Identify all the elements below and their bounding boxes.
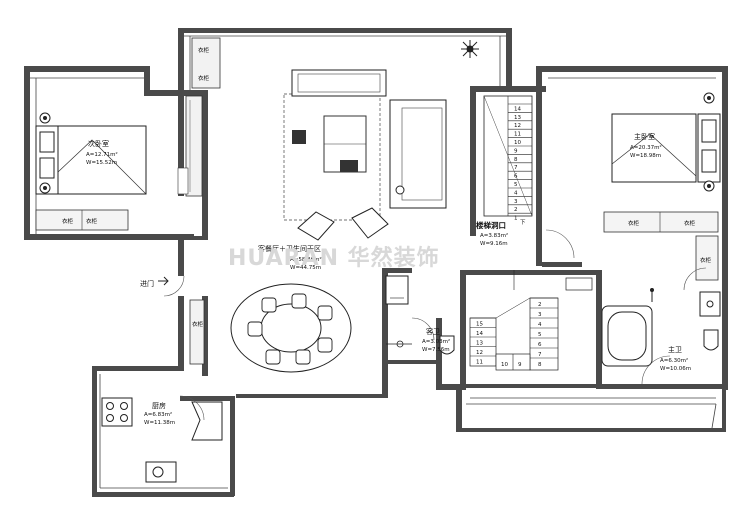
stair-step-number: 11 xyxy=(476,360,483,366)
armchair xyxy=(297,211,335,241)
stair-step-number: 6 xyxy=(538,342,542,348)
wardrobe-label: 衣柜 xyxy=(628,219,640,227)
cabinet-label: 衣柜 xyxy=(198,46,210,54)
room-area: A=58.36m² xyxy=(290,256,322,263)
room-area: A=6.30m² xyxy=(660,357,688,364)
stair-step-number: 10 xyxy=(501,362,508,368)
stair-step-number: 8 xyxy=(514,157,518,163)
room-area: A=20.37m² xyxy=(630,144,662,151)
wardrobe xyxy=(603,211,719,233)
stair-step-number: 2 xyxy=(514,207,518,213)
master-bedroom: 衣柜 衣柜 衣柜 主卧室 A=20.37m² W=18.98m xyxy=(603,92,721,291)
stair-step-number: 13 xyxy=(514,115,521,121)
stair-step-number: 3 xyxy=(538,312,542,318)
entrance-label: 进门 xyxy=(140,279,154,288)
stair-step-number: 14 xyxy=(476,331,483,337)
room-perimeter: W=18.98m xyxy=(630,153,661,159)
stair-step-number: 9 xyxy=(514,148,518,154)
corridor-cabinets: 衣柜 衣柜 衣柜 xyxy=(177,37,221,365)
stair-steps: 15 14 13 12 11 xyxy=(470,317,496,366)
stair-step-number: 15 xyxy=(476,322,483,328)
guest-bath: 客卫 A=3.03m² W=7.56m xyxy=(385,275,455,355)
room-name: 厨房 xyxy=(152,401,166,410)
stair-step-number: 7 xyxy=(514,165,518,171)
plant-icon xyxy=(461,40,479,58)
room-area: A=6.83m² xyxy=(144,411,172,418)
stair-step-number: 4 xyxy=(514,190,518,196)
stair-step-number: 8 xyxy=(538,362,542,368)
stair-step-number: 11 xyxy=(514,132,521,138)
entrance: 进门 xyxy=(140,275,185,297)
stair-step-number: 9 xyxy=(518,362,522,368)
stair-step-number: 10 xyxy=(514,140,521,146)
room-perimeter: W=11.38m xyxy=(144,420,175,426)
stair-down-label: 下 xyxy=(520,219,526,226)
room-perimeter: W=10.06m xyxy=(660,366,691,372)
wardrobe-label: 衣柜 xyxy=(684,219,696,227)
stair-step-number: 12 xyxy=(476,350,483,356)
stair-step-number: 5 xyxy=(514,182,518,188)
cabinet-label: 衣柜 xyxy=(198,74,210,82)
toilet-icon xyxy=(439,335,455,355)
shower-icon xyxy=(386,340,412,348)
living-dining: 客餐厅＋卫生间干区 A=58.36m² W=44.75m xyxy=(230,40,479,373)
toilet-icon xyxy=(703,329,719,351)
room-perimeter: W=44.75m xyxy=(290,265,321,271)
stair-step-number: 4 xyxy=(538,322,542,328)
wardrobe-label: 衣柜 xyxy=(86,217,98,225)
room-name: 客餐厅＋卫生间干区 xyxy=(258,244,321,253)
room-area: A=12.71m² xyxy=(86,151,118,158)
stair-step-number: 5 xyxy=(538,332,542,338)
stair-steps: 2 3 4 5 6 7 8 xyxy=(530,297,558,368)
watermark: HUARAN 华然装饰 xyxy=(228,245,440,271)
lower-stairs: 15 14 13 12 11 2 3 4 5 6 7 8 10 9 xyxy=(469,270,559,371)
armchair xyxy=(351,207,389,239)
room-name: 客卫 xyxy=(426,327,440,336)
cabinet-label: 衣柜 xyxy=(192,320,204,328)
room-name: 主卫 xyxy=(668,345,682,354)
stair-step-number: 2 xyxy=(538,302,542,308)
room-name: 主卧室 xyxy=(634,132,655,141)
stair-step-number: 12 xyxy=(514,123,521,129)
room-area: A=3.83m² xyxy=(480,232,508,239)
wardrobe-label: 衣柜 xyxy=(700,256,712,264)
stair-step-number: 3 xyxy=(514,199,518,205)
dining-rug xyxy=(230,283,352,373)
room-name: 楼梯洞口 xyxy=(476,220,506,230)
stair-step-number: 14 xyxy=(514,106,521,112)
stair-step-number: 1 xyxy=(514,216,518,222)
walls xyxy=(24,28,728,497)
bed xyxy=(57,125,147,195)
room-area: A=3.03m² xyxy=(422,338,450,345)
room-perimeter: W=9.16m xyxy=(480,241,508,247)
entrance-arrow-icon xyxy=(158,276,169,286)
room-perimeter: W=15.52m xyxy=(86,160,117,166)
stair-step-number: 13 xyxy=(476,341,483,347)
wardrobe-label: 衣柜 xyxy=(62,217,74,225)
dining-chairs xyxy=(247,293,333,365)
kitchen: 厨房 A=6.83m² W=11.38m xyxy=(101,395,223,483)
room-perimeter: W=7.56m xyxy=(422,347,450,353)
stair-step-number: 7 xyxy=(538,352,542,358)
room-name: 次卧室 xyxy=(88,139,109,148)
inner-lines xyxy=(30,35,717,489)
master-bath: 主卫 A=6.30m² W=10.06m xyxy=(565,277,721,385)
second-bedroom: 衣柜 衣柜 次卧室 A=12.71m² W=15.52m xyxy=(35,112,147,231)
